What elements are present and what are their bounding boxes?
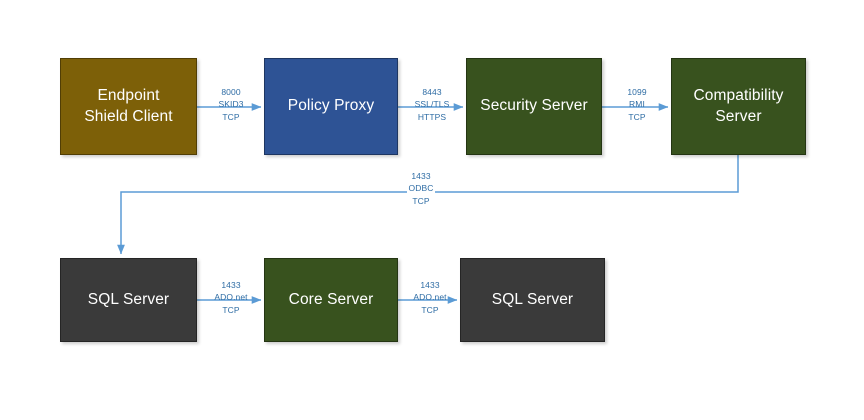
node-sql-server-right[interactable]: SQL Server	[460, 258, 605, 342]
edge-protocol: RMI	[629, 99, 645, 110]
edge-port: 1099	[627, 87, 647, 97]
node-endpoint-shield-client[interactable]: Endpoint Shield Client	[60, 58, 197, 155]
edge-port: 8000	[221, 87, 241, 97]
node-label-line1: Compatibility	[693, 87, 784, 105]
node-label: Security Server	[480, 97, 588, 115]
edge-protocol: ODBC	[406, 182, 436, 195]
edge-transport: TCP	[222, 304, 240, 315]
edge-protocol: ADO.net	[214, 292, 248, 303]
edge-transport: TCP	[412, 195, 430, 206]
node-label-line1: Endpoint	[97, 87, 160, 105]
node-label: SQL Server	[491, 290, 574, 308]
node-policy-proxy[interactable]: Policy Proxy	[264, 58, 398, 155]
node-label-line2: Shield Client	[84, 107, 173, 125]
edge-port: 1433	[420, 280, 440, 290]
node-sql-server-left[interactable]: SQL Server	[60, 258, 197, 342]
edge-protocol: SSL/TLS	[414, 99, 450, 110]
edge-label-sql-left-to-core: 1433 ADO.net TCP	[202, 279, 260, 316]
edge-label-proxy-to-security: 8443 SSL/TLS HTTPS	[403, 86, 461, 123]
edge-label-client-to-proxy: 8000 SKID3 TCP	[202, 86, 260, 123]
node-label: Policy Proxy	[287, 97, 375, 115]
edge-port: 1433	[221, 280, 241, 290]
edge-transport: TCP	[421, 304, 439, 315]
edge-transport: TCP	[222, 111, 240, 122]
node-security-server[interactable]: Security Server	[466, 58, 602, 155]
edge-protocol: ADO.net	[413, 292, 447, 303]
edge-protocol: SKID3	[218, 99, 244, 110]
edge-transport: HTTPS	[417, 111, 447, 122]
node-label-line2: Server	[715, 107, 762, 125]
node-label: Core Server	[288, 290, 374, 308]
edge-port: 8443	[422, 87, 442, 97]
edge-port: 1433	[411, 171, 431, 181]
edge-transport: TCP	[628, 111, 646, 122]
edge-label-security-to-compatibility: 1099 RMI TCP	[608, 86, 666, 123]
node-label: SQL Server	[87, 290, 170, 308]
edge-label-compatibility-to-sql-left: 1433 ODBC TCP	[392, 170, 450, 207]
node-compatibility-server[interactable]: Compatibility Server	[671, 58, 806, 155]
edge-label-core-to-sql-right: 1433 ADO.net TCP	[401, 279, 459, 316]
node-core-server[interactable]: Core Server	[264, 258, 398, 342]
